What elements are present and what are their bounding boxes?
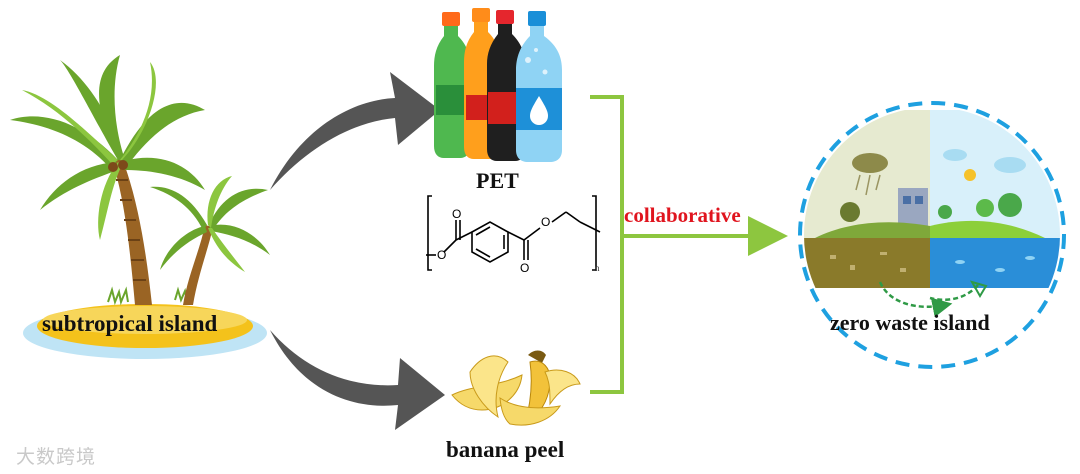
subtropical-island-label: subtropical island	[42, 311, 218, 336]
pet-structure-icon	[426, 195, 601, 271]
svg-text:O: O	[437, 248, 446, 262]
collaborative-label: collaborative	[624, 203, 741, 227]
pet-label: PET	[476, 168, 519, 193]
banana-peel-icon	[451, 350, 581, 426]
palm-tree-island-icon	[10, 55, 270, 359]
svg-text:O: O	[452, 207, 461, 221]
lower-gray-arrow	[270, 330, 445, 430]
pet-bottles-icon	[434, 8, 562, 162]
banana-peel-label: banana peel	[446, 437, 565, 462]
svg-text:O: O	[541, 215, 550, 229]
watermark-text: 大数跨境	[16, 446, 97, 468]
polymer-subscript-n: n	[595, 263, 600, 273]
upper-gray-arrow	[270, 72, 440, 190]
svg-text:O: O	[520, 261, 529, 275]
merge-bracket	[590, 95, 788, 394]
zero-waste-island-label: zero waste island	[830, 310, 990, 335]
